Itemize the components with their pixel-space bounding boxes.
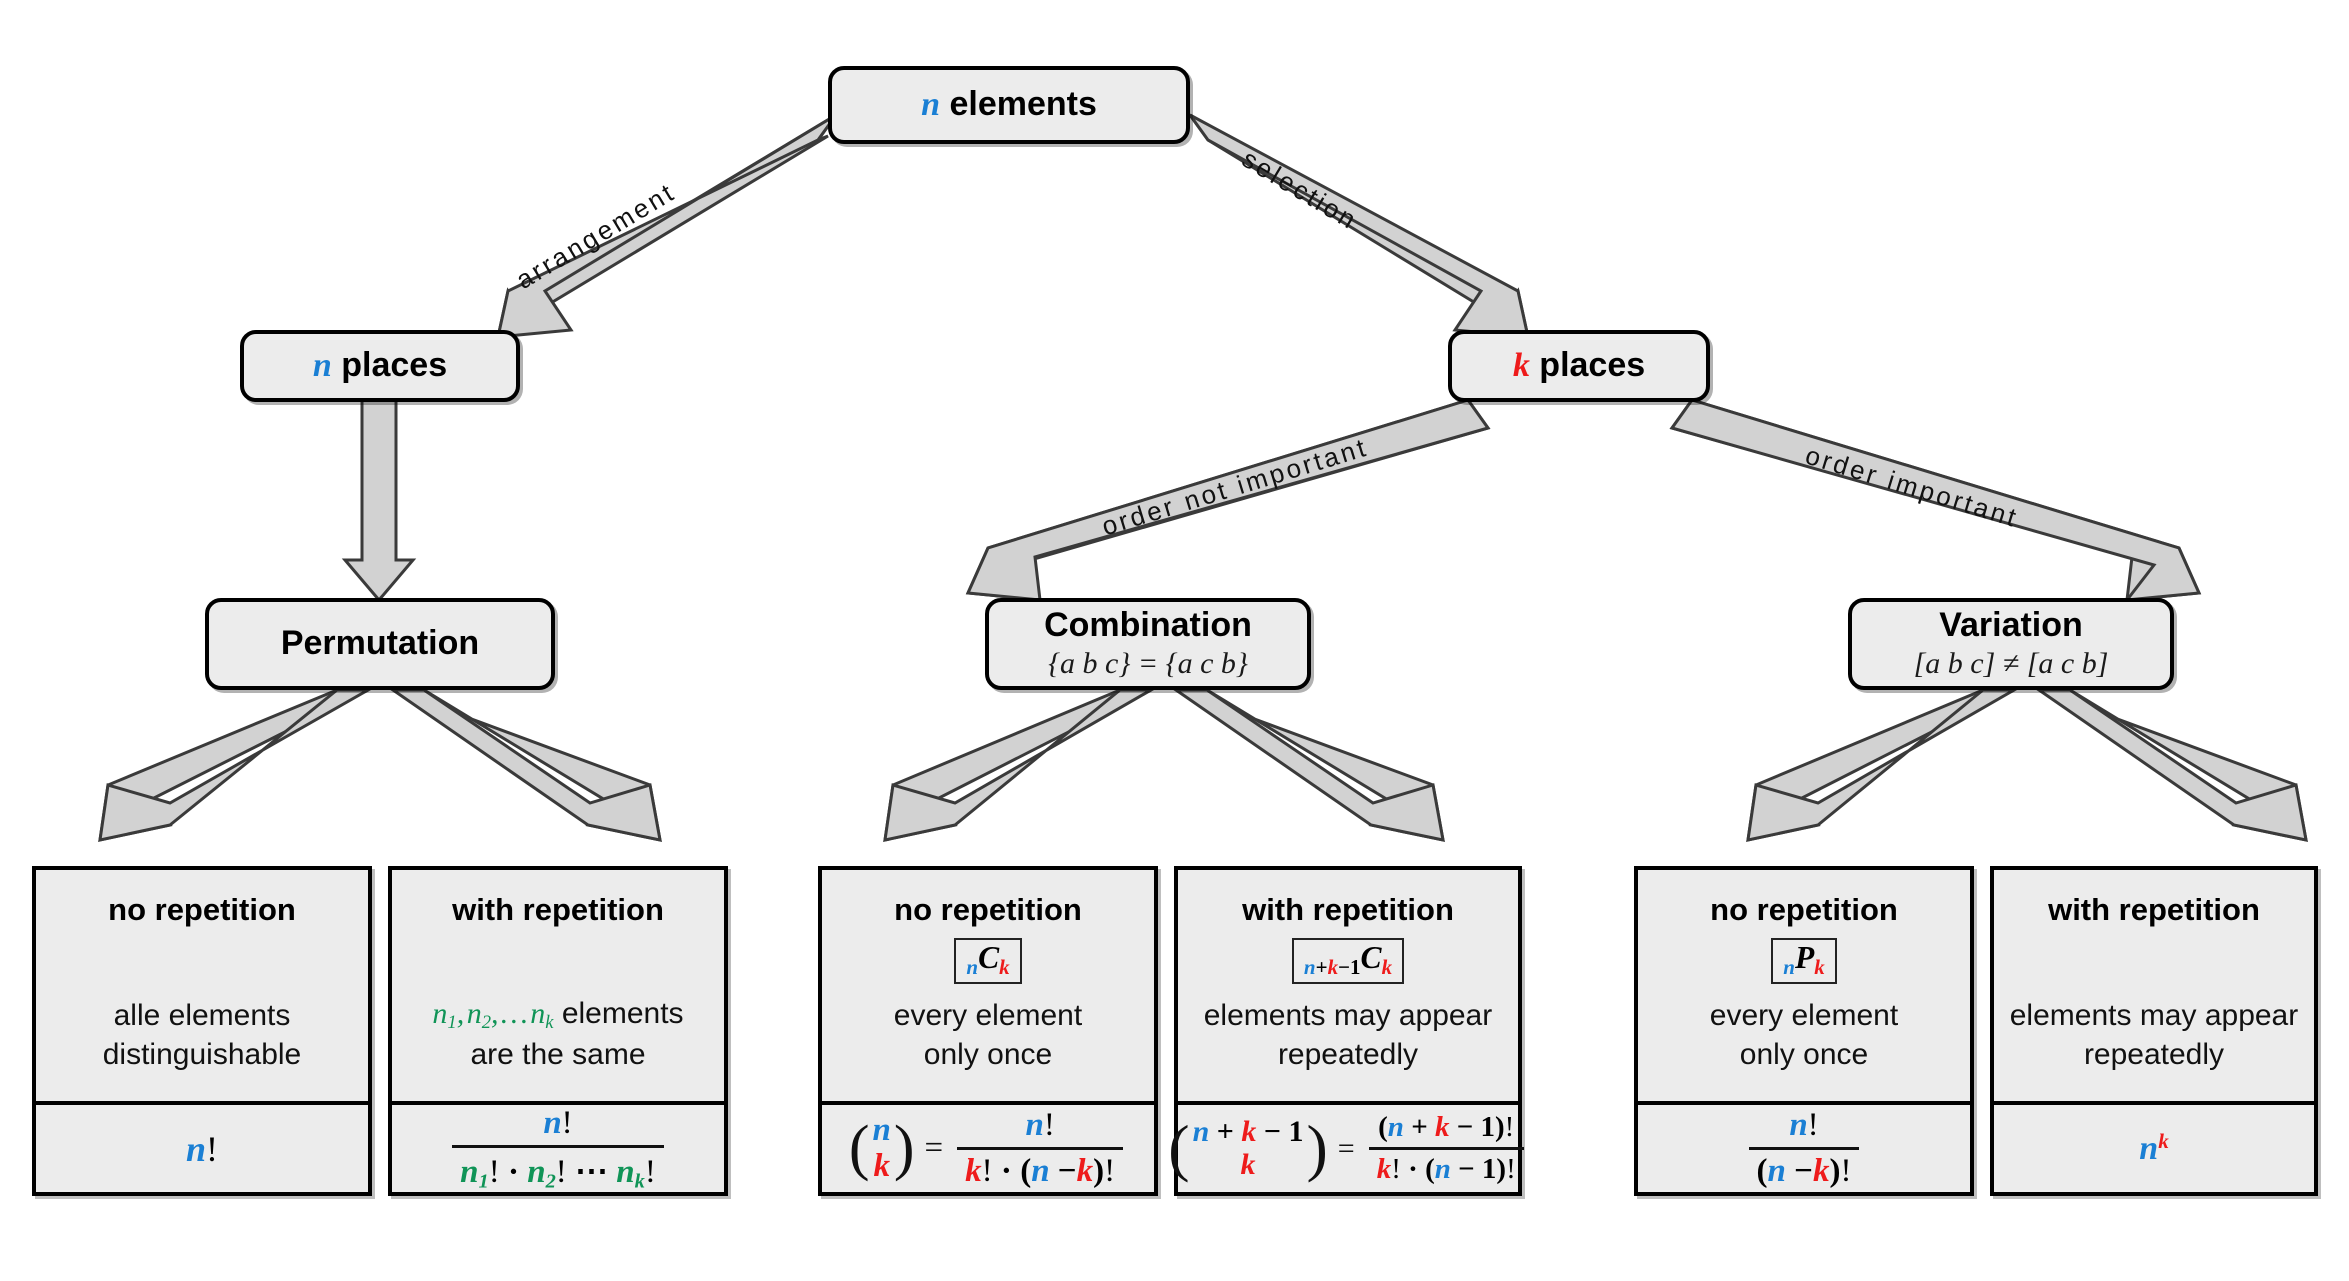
- desc-line-2: repeatedly: [2083, 1038, 2225, 1072]
- node-root-label: n elements: [921, 85, 1097, 124]
- notation-badge-npk1Ck: n+k−1Ck: [1291, 938, 1405, 984]
- leaf-formula: n! n1! · n2! ⋯ nk!: [392, 1105, 724, 1194]
- n-places-var: n: [312, 347, 332, 385]
- k-places-var: k: [1512, 347, 1530, 385]
- desc-line-1: alle elements: [113, 998, 291, 1032]
- notation-badge-nPk: nPk: [1771, 938, 1837, 984]
- leaf-top: no repetition nCk every element only onc…: [822, 870, 1154, 1105]
- node-n-places-label: n places: [313, 346, 447, 385]
- node-combination[interactable]: Combination {a b c} = {a c b}: [985, 598, 1311, 690]
- leaf-description: elements may appear repeatedly: [2010, 996, 2299, 1075]
- arrow-n-places-to-permutation: [341, 393, 417, 603]
- root-text: elements: [949, 85, 1097, 124]
- leaf-header: with repetition: [2048, 892, 2260, 927]
- leaf-header: with repetition: [1242, 892, 1454, 927]
- desc-line-1: elements may appear: [2009, 998, 2299, 1032]
- variation-title: Variation: [1939, 606, 2083, 645]
- leaf-description: n1, n2, … nk elements are the same: [432, 996, 684, 1072]
- node-root-n-elements[interactable]: n elements: [828, 66, 1190, 144]
- leaf-top: with repetition n+k−1Ck elements may app…: [1178, 870, 1518, 1105]
- variation-note: [a b c] ≠ [a c b]: [1913, 646, 2109, 680]
- leaf-formula: ( n + k − 1 k ) = (n + k − 1)! k! · (n −…: [1168, 1105, 1524, 1192]
- combination-note: {a b c} = {a c b}: [1048, 646, 1248, 680]
- leaf-header: no repetition: [108, 892, 296, 927]
- leaf-variation-no-repetition[interactable]: no repetition nPk every element only onc…: [1634, 866, 1974, 1196]
- desc-line-2: only once: [1739, 1038, 1869, 1072]
- node-variation[interactable]: Variation [a b c] ≠ [a c b]: [1848, 598, 2174, 690]
- leaf-header: no repetition: [894, 892, 1082, 927]
- leaf-description: alle elements distinguishable: [103, 996, 301, 1075]
- leaf-top: no repetition nPk every element only onc…: [1638, 870, 1970, 1105]
- desc-line-2: repeatedly: [1277, 1038, 1419, 1072]
- desc-line-1: every element: [893, 998, 1083, 1032]
- leaf-permutation-with-repetition[interactable]: with repetition n1, n2, … nk elements ar…: [388, 866, 728, 1196]
- desc-line-1: every element: [1709, 998, 1899, 1032]
- desc-line-2: distinguishable: [102, 1038, 302, 1072]
- leaf-description: elements may appear repeatedly: [1204, 996, 1493, 1075]
- k-places-text: places: [1539, 346, 1646, 385]
- leaf-formula: n! (n −k)!: [1638, 1105, 1970, 1192]
- leaf-variation-with-repetition[interactable]: with repetition elements may appear repe…: [1990, 866, 2318, 1196]
- node-n-places[interactable]: n places: [240, 330, 520, 402]
- root-var: n: [921, 86, 941, 124]
- leaf-top: with repetition elements may appear repe…: [1994, 870, 2314, 1105]
- desc-line-2: only once: [923, 1038, 1053, 1072]
- permutation-title: Permutation: [280, 624, 480, 663]
- leaf-formula: n!: [185, 1128, 219, 1169]
- leaf-description: every element only once: [894, 996, 1082, 1075]
- leaf-combination-no-repetition[interactable]: no repetition nCk every element only onc…: [818, 866, 1158, 1196]
- leaf-formula: nk: [2139, 1129, 2169, 1167]
- leaf-top: with repetition n1, n2, … nk elements ar…: [392, 870, 724, 1105]
- notation-badge-nCk: nCk: [954, 938, 1022, 984]
- combination-title: Combination: [1044, 606, 1252, 645]
- leaf-header: with repetition: [452, 892, 664, 927]
- node-k-places[interactable]: k places: [1448, 330, 1710, 402]
- leaf-combination-with-repetition[interactable]: with repetition n+k−1Ck elements may app…: [1168, 866, 1524, 1196]
- leaf-top: no repetition alle elements distinguisha…: [36, 870, 368, 1105]
- leaf-permutation-no-repetition[interactable]: no repetition alle elements distinguisha…: [32, 866, 372, 1196]
- leaf-header: no repetition: [1710, 892, 1898, 927]
- node-permutation[interactable]: Permutation: [205, 598, 555, 690]
- n-places-text: places: [341, 346, 448, 385]
- desc-line-1: elements may appear: [1203, 998, 1493, 1032]
- node-k-places-label: k places: [1513, 346, 1645, 385]
- leaf-description: every element only once: [1710, 996, 1898, 1075]
